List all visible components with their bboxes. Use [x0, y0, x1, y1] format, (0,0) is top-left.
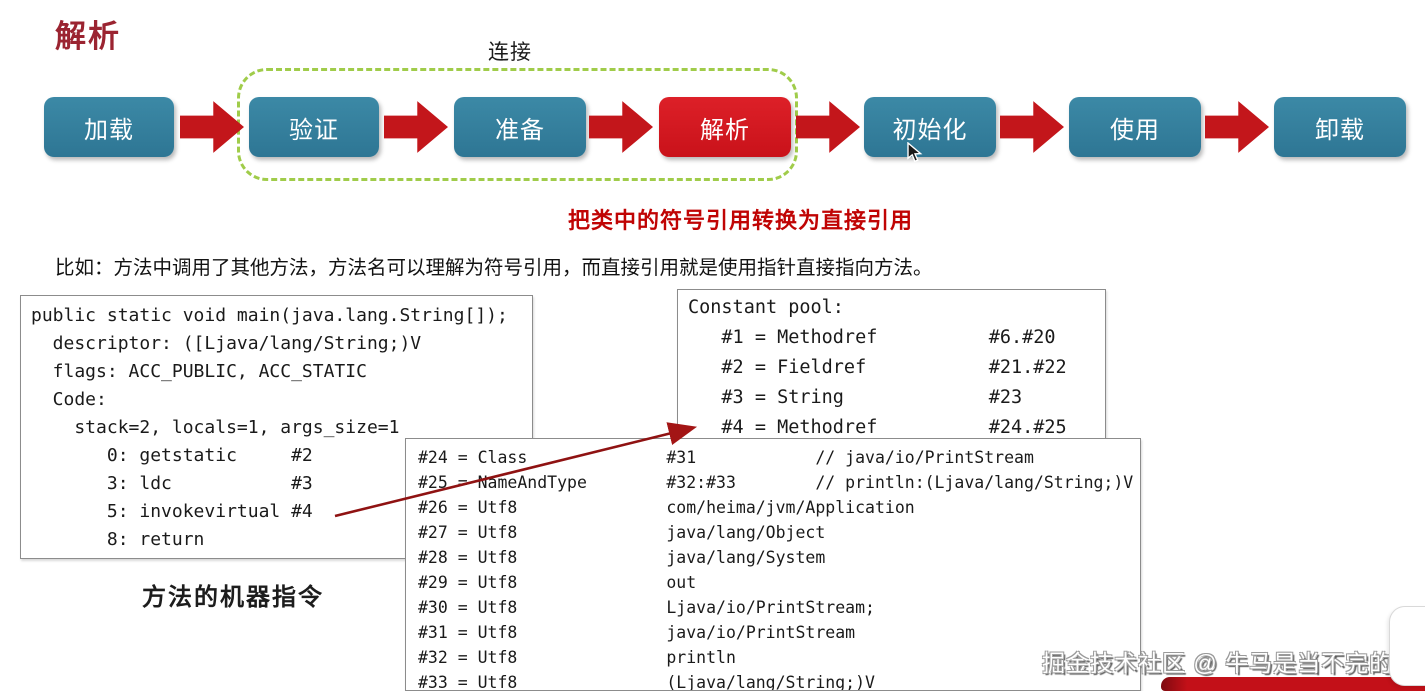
link-phase-label: 连接 — [488, 41, 532, 64]
mouse-cursor-icon — [907, 142, 923, 163]
bytecode-caption: 方法的机器指令 — [142, 584, 324, 611]
constant-pool-panel: Constant pool: #1 = Methodref #6.#20 #2 … — [677, 289, 1106, 449]
code-line: #28 = Utf8 java/lang/System — [418, 548, 826, 567]
stage-initialize: 初始化 — [864, 97, 996, 157]
stage-resolve: 解析 — [659, 97, 791, 157]
code-line: #31 = Utf8 java/io/PrintStream — [418, 623, 856, 642]
stage-use: 使用 — [1069, 97, 1201, 157]
page-title: 解析 — [55, 19, 121, 54]
stage-verify: 验证 — [249, 97, 379, 157]
code-line: #24 = Class #31 // java/io/PrintStream — [418, 448, 1034, 467]
code-line: #33 = Utf8 (Ljava/lang/String;)V — [418, 673, 875, 691]
corner-bubble-shape — [1389, 606, 1425, 686]
resolve-phase-caption: 把类中的符号引用转换为直接引用 — [568, 208, 914, 233]
code-line: #30 = Utf8 Ljava/io/PrintStream; — [418, 598, 875, 617]
code-line: Code: — [31, 389, 107, 410]
code-line: Constant pool: — [688, 297, 844, 318]
code-line: #26 = Utf8 com/heima/jvm/Application — [418, 498, 915, 517]
code-line: public static void main(java.lang.String… — [31, 305, 508, 326]
code-line: 0: getstatic #2 — [31, 445, 313, 466]
watermark-text: 掘金技术社区 @ 牛马是当不完的 — [1042, 650, 1394, 676]
code-line: #32 = Utf8 println — [418, 648, 736, 667]
code-line: 3: ldc #3 — [31, 473, 313, 494]
constant-detail-panel: #24 = Class #31 // java/io/PrintStream #… — [405, 438, 1141, 691]
code-line: flags: ACC_PUBLIC, ACC_STATIC — [31, 361, 367, 382]
bottom-red-ribbon — [1161, 677, 1425, 691]
code-line: #3 = String #23 — [688, 387, 1023, 408]
code-line: 8: return — [31, 529, 205, 550]
stage-unload: 卸载 — [1274, 97, 1406, 157]
code-line: 5: invokevirtual #4 — [31, 501, 313, 522]
flow-arrow-icon — [180, 101, 244, 153]
flow-arrow-icon — [1205, 101, 1269, 153]
code-line: descriptor: ([Ljava/lang/String;)V — [31, 333, 422, 354]
code-line: #27 = Utf8 java/lang/Object — [418, 523, 826, 542]
description-text: 比如：方法中调用了其他方法，方法名可以理解为符号引用，而直接引用就是使用指针直接… — [55, 257, 933, 279]
stage-prepare: 准备 — [454, 97, 586, 157]
flow-arrow-icon — [1000, 101, 1064, 153]
stage-load: 加载 — [44, 97, 174, 157]
code-line: #2 = Fieldref #21.#22 — [688, 357, 1067, 378]
code-line: #1 = Methodref #6.#20 — [688, 327, 1056, 348]
code-line: #29 = Utf8 out — [418, 573, 697, 592]
flow-arrow-icon — [796, 101, 860, 153]
code-line: #4 = Methodref #24.#25 — [688, 417, 1067, 438]
code-line: #25 = NameAndType #32:#33 // println:(Lj… — [418, 473, 1134, 492]
